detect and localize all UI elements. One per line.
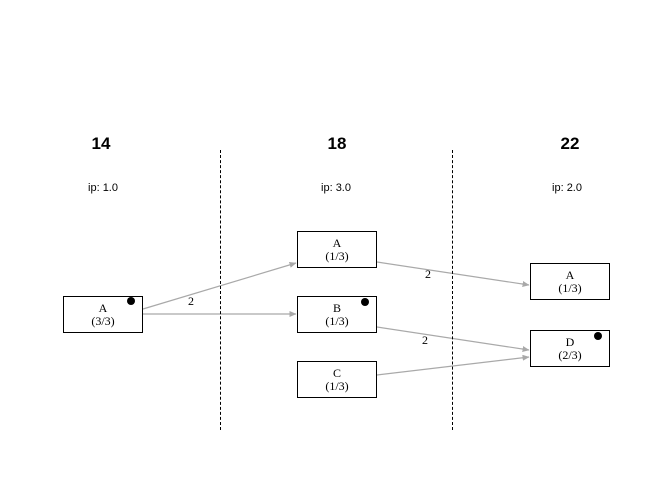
column-ip-14: ip: 1.0 (88, 182, 118, 194)
node-ratio: (1/3) (558, 280, 582, 295)
node-box-n-22-D[interactable]: D(2/3) (530, 330, 610, 367)
token-dot-n-18-B (361, 298, 369, 306)
node-name: C (332, 365, 341, 380)
column-header-18: 18 (327, 134, 347, 153)
token-dot-n-22-D (594, 332, 602, 340)
edge-weight-label-e-18A-22A: 2 (425, 267, 431, 281)
column-divider-2 (452, 150, 453, 430)
node-ratio: (1/3) (325, 378, 349, 393)
edge-e-14A-18A (142, 261, 297, 310)
node-name: A (565, 267, 575, 282)
column-ip-18: ip: 3.0 (321, 182, 351, 194)
node-name: D (565, 334, 575, 349)
edge-weight-label-e-18B-22D: 2 (422, 333, 428, 347)
column-ip-22: ip: 2.0 (552, 182, 582, 194)
node-name: B (332, 300, 341, 315)
column-header-22: 22 (560, 134, 580, 153)
node-ratio: (3/3) (91, 313, 115, 328)
edge-e-18C-22D (376, 354, 530, 376)
edge-e-18B-22D (376, 326, 530, 352)
node-box-n-18-A[interactable]: A(1/3) (297, 231, 377, 268)
node-ratio: (2/3) (558, 347, 582, 362)
edge-e-18A-22A (376, 261, 530, 287)
node-ratio: (1/3) (325, 248, 349, 263)
node-box-n-18-C[interactable]: C(1/3) (297, 361, 377, 398)
column-header-14: 14 (91, 134, 111, 153)
edge-weight-label-e-14A-18A: 2 (188, 294, 194, 308)
node-box-n-22-A[interactable]: A(1/3) (530, 263, 610, 300)
token-dot-n-14-A (127, 297, 135, 305)
column-divider-1 (220, 150, 221, 430)
node-ratio: (1/3) (325, 313, 349, 328)
node-name: A (98, 300, 108, 315)
node-name: A (332, 235, 342, 250)
